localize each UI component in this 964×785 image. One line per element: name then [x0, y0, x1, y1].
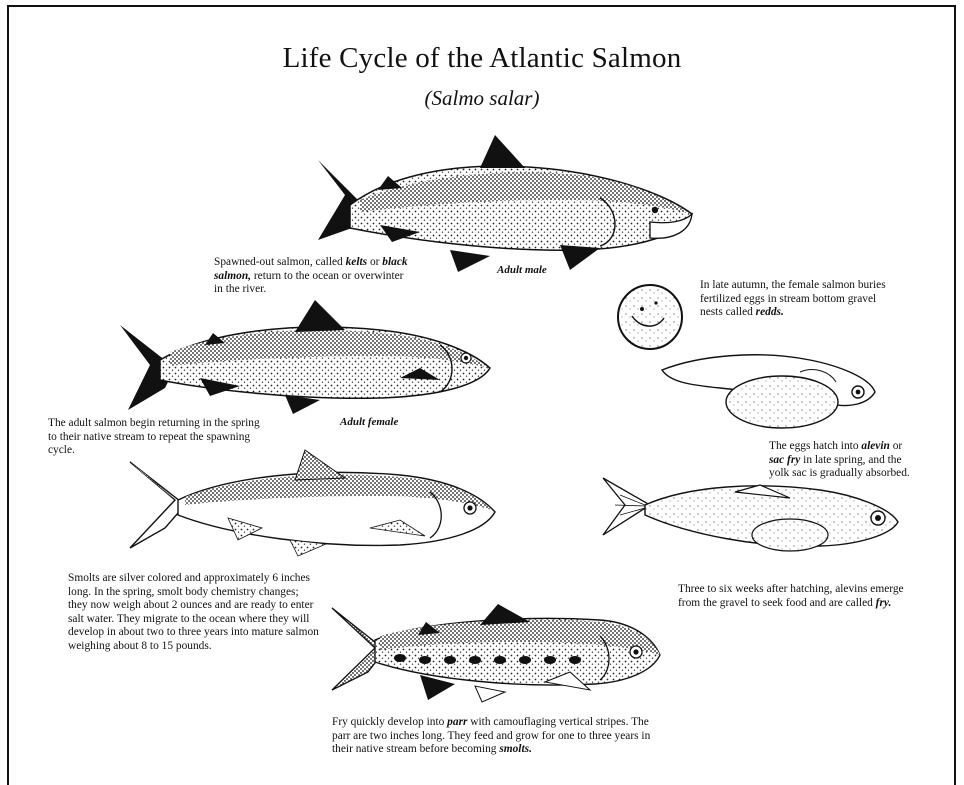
caption-fry: Three to six weeks after hatching, alevi…	[678, 583, 910, 610]
caption-returning: The adult salmon begin returning in the …	[48, 417, 270, 458]
caption-alevin-text-1: The eggs hatch into	[769, 440, 861, 452]
caption-parr-text-1: Fry quickly develop into	[332, 716, 447, 728]
caption-parr-term-smolts: smolts.	[499, 743, 532, 755]
parr-illustration	[332, 604, 660, 702]
adult-male-salmon	[318, 135, 692, 272]
caption-parr: Fry quickly develop into parr with camou…	[332, 716, 658, 757]
egg-illustration	[618, 285, 682, 349]
caption-eggs-term-redds: redds.	[756, 306, 784, 318]
alevin-illustration	[662, 355, 875, 428]
caption-kelts-term-kelts: kelts	[346, 256, 368, 268]
caption-eggs-text-1: In late autumn, the female salmon buries…	[700, 279, 886, 318]
caption-alevin-term-sac-fry: sac fry	[769, 454, 800, 466]
adult-male-label: Adult male	[497, 264, 547, 276]
caption-alevin-text-2: or	[890, 440, 902, 452]
adult-female-salmon	[120, 300, 490, 414]
caption-kelts-text-1: Spawned-out salmon, called	[214, 256, 346, 268]
caption-kelts: Spawned-out salmon, called kelts or blac…	[214, 256, 414, 297]
adult-female-label: Adult female	[340, 416, 398, 428]
caption-alevin-term-alevin: alevin	[861, 440, 889, 452]
caption-kelts-text-2: or	[367, 256, 382, 268]
caption-smolts: Smolts are silver colored and approximat…	[68, 572, 320, 654]
fry-illustration	[603, 478, 898, 551]
caption-parr-term-parr: parr	[447, 716, 467, 728]
caption-fry-term-fry: fry.	[876, 597, 892, 609]
caption-fry-text-1: Three to six weeks after hatching, alevi…	[678, 583, 904, 609]
smolt-illustration	[130, 450, 495, 556]
caption-alevin: The eggs hatch into alevin or sac fry in…	[769, 440, 919, 481]
caption-eggs: In late autumn, the female salmon buries…	[700, 279, 900, 320]
